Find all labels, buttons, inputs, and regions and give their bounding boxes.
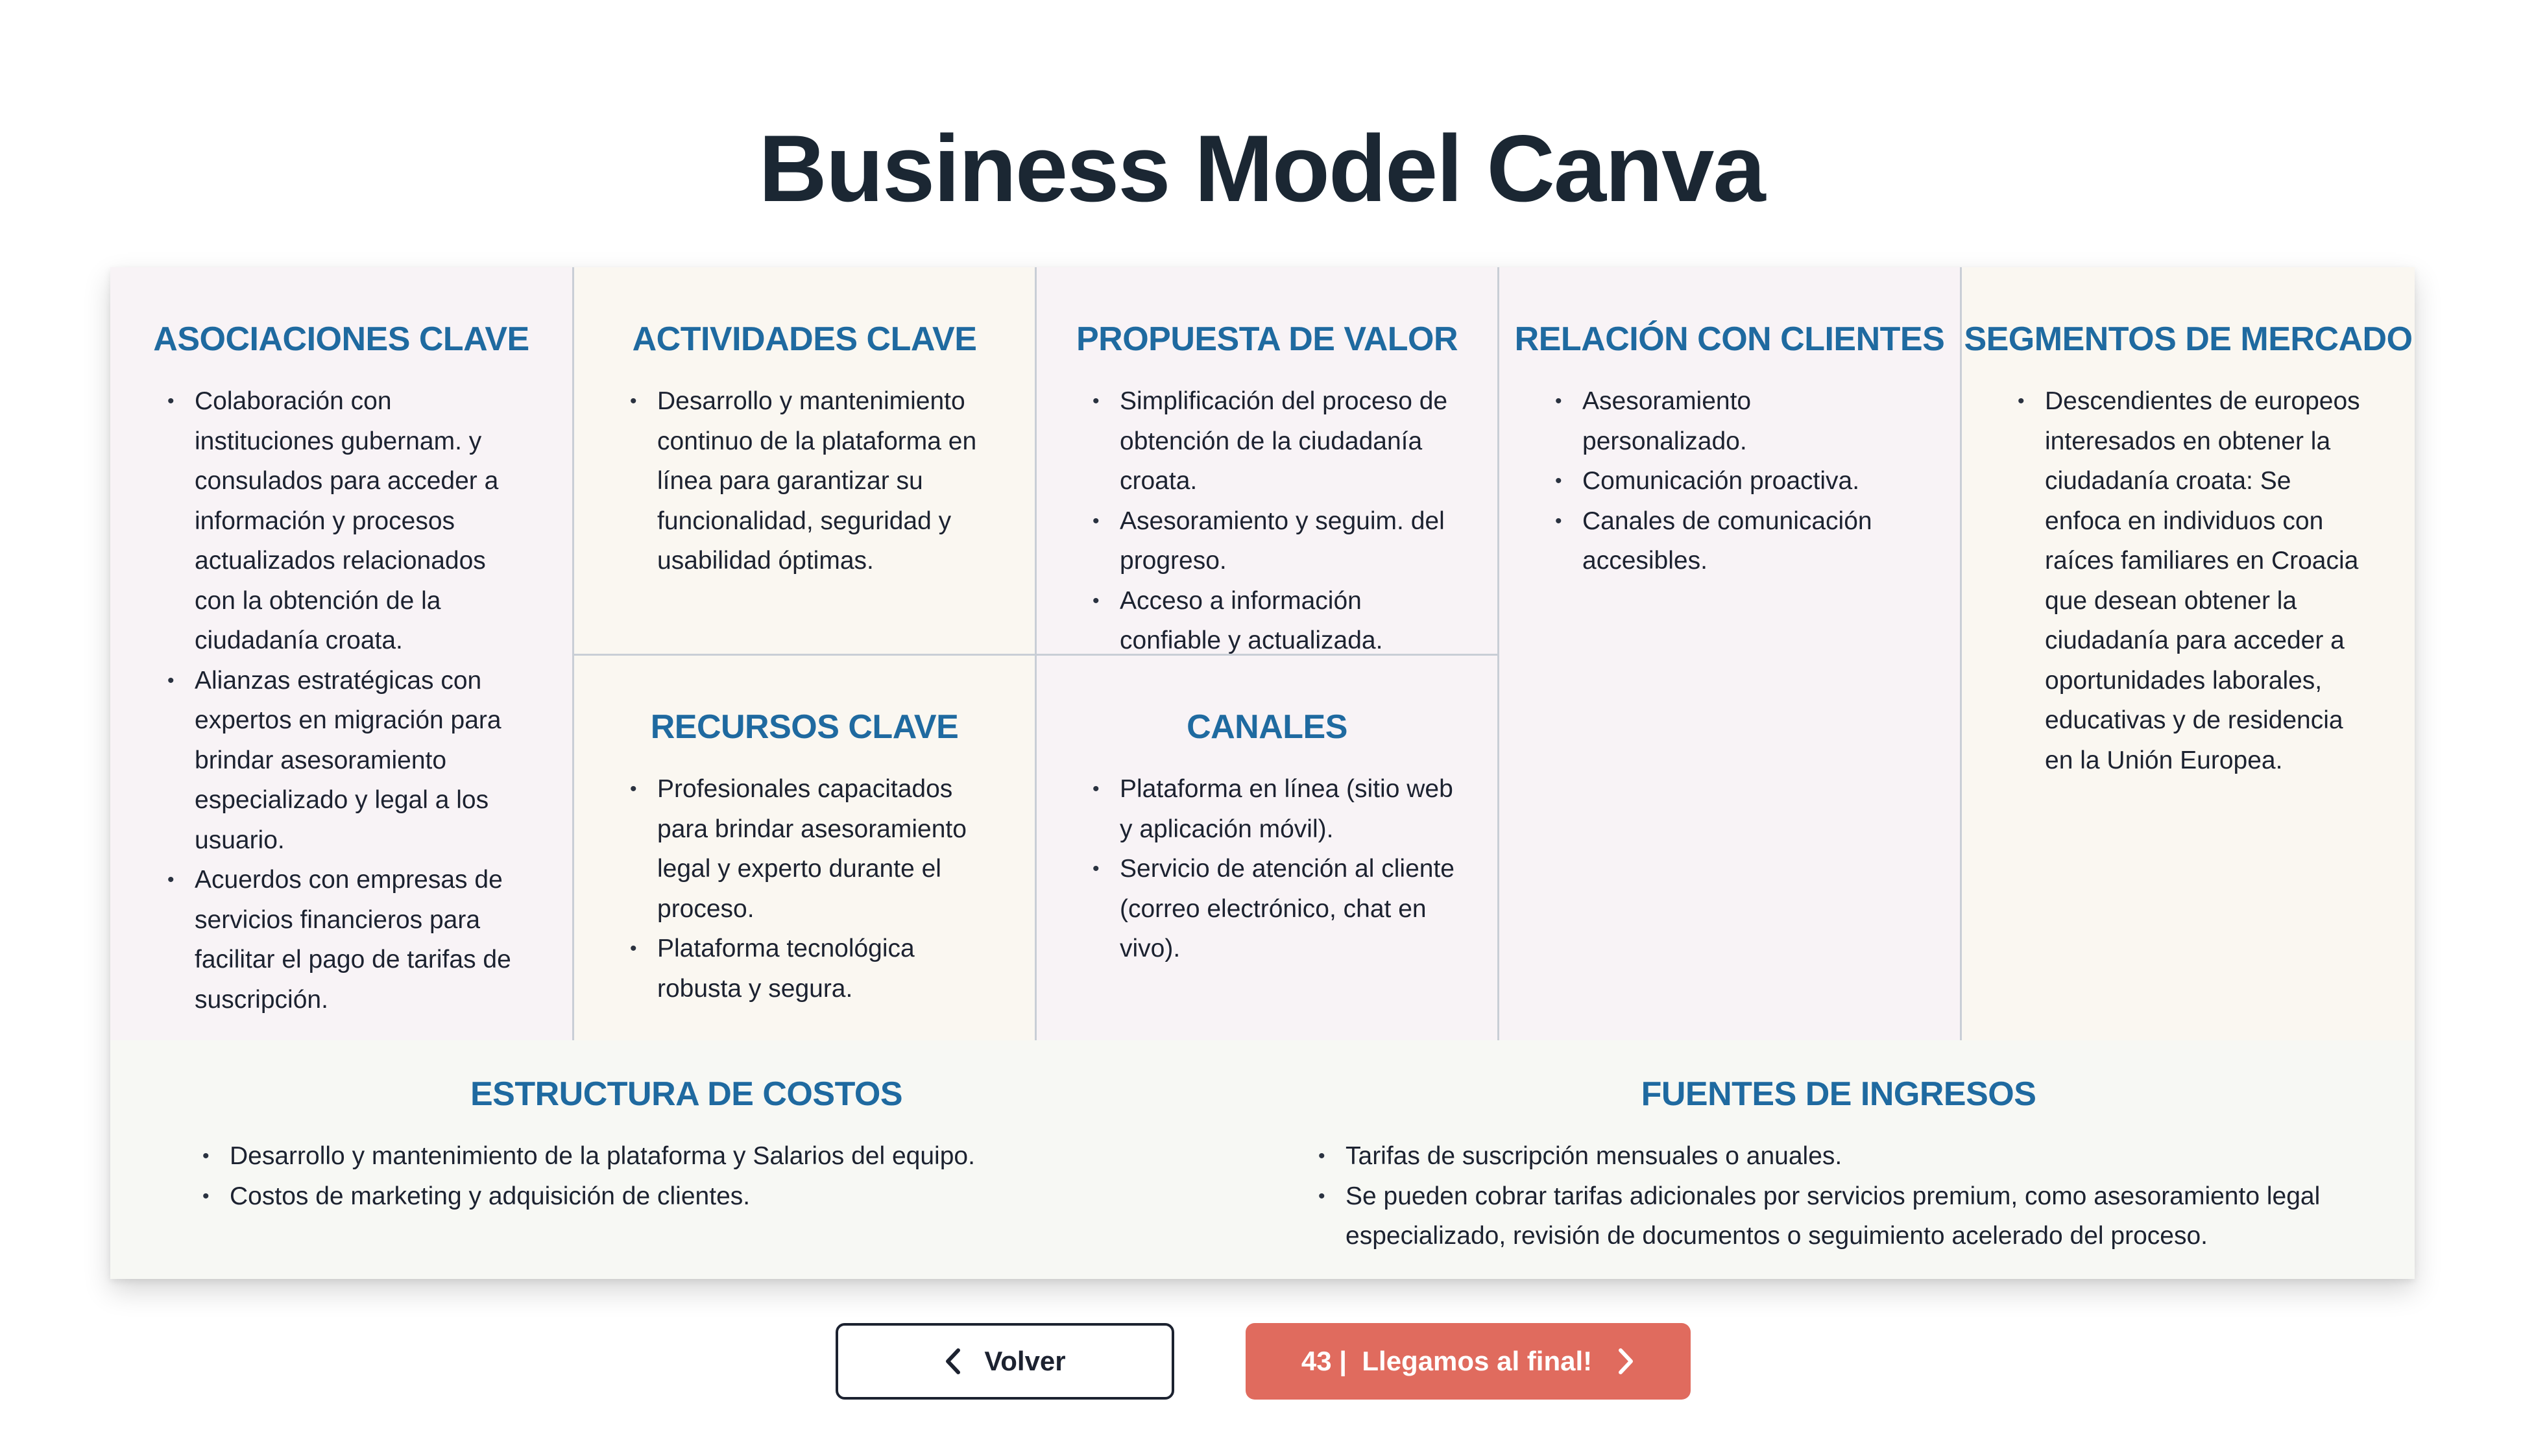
section-title: RECURSOS CLAVE xyxy=(650,708,959,746)
list-item: Asesoramiento y seguim. del progreso. xyxy=(1092,501,1458,581)
section-actividades-clave: ACTIVIDADES CLAVE Desarrollo y mantenimi… xyxy=(574,319,1035,581)
col-relacion: RELACIÓN CON CLIENTES Asesoramiento pers… xyxy=(1499,267,1960,1040)
next-button[interactable]: 43 | Llegamos al final! xyxy=(1246,1323,1691,1400)
list-item: Costos de marketing y adquisición de cli… xyxy=(202,1176,1224,1217)
section-title: FUENTES DE INGRESOS xyxy=(1641,1075,2036,1113)
actividades-list: Desarrollo y mantenimiento continuo de l… xyxy=(574,381,1035,581)
section-asociaciones-clave: ASOCIACIONES CLAVE Colaboración con inst… xyxy=(110,319,572,1020)
col-propuesta-canales: PROPUESTA DE VALOR Simplificación del pr… xyxy=(1037,267,1497,1040)
list-item: Acuerdos con empresas de servicios finan… xyxy=(167,860,520,1020)
page-title: Business Model Canva xyxy=(758,115,1765,221)
list-item: Comunicación proactiva. xyxy=(1555,461,1921,501)
costos-list: Desarrollo y mantenimiento de la platafo… xyxy=(110,1136,1262,1216)
back-button[interactable]: Volver xyxy=(836,1323,1174,1400)
list-item: Profesionales capacitados para brindar a… xyxy=(630,769,996,929)
asociaciones-list: Colaboración con instituciones gubernam.… xyxy=(110,381,572,1020)
list-item: Simplificación del proceso de obtención … xyxy=(1092,381,1458,501)
section-segmentos-de-mercado: SEGMENTOS DE MERCADO Descendientes de eu… xyxy=(1962,319,2415,780)
section-relacion-con-clientes: RELACIÓN CON CLIENTES Asesoramiento pers… xyxy=(1499,319,1960,581)
list-item: Servicio de atención al cliente (correo … xyxy=(1092,849,1458,969)
list-item: Desarrollo y mantenimiento de la platafo… xyxy=(202,1136,1224,1176)
list-item: Acceso a información confiable y actuali… xyxy=(1092,581,1458,661)
divider xyxy=(1037,654,1497,656)
chevron-left-icon xyxy=(944,1348,961,1375)
section-title: CANALES xyxy=(1187,708,1347,746)
list-item: Colaboración con instituciones gubernam.… xyxy=(167,381,520,661)
divider xyxy=(1960,267,1962,1040)
col-asociaciones: ASOCIACIONES CLAVE Colaboración con inst… xyxy=(110,267,572,1040)
section-propuesta-de-valor: PROPUESTA DE VALOR Simplificación del pr… xyxy=(1037,319,1497,661)
section-title: ESTRUCTURA DE COSTOS xyxy=(470,1075,903,1113)
relacion-list: Asesoramiento personalizado. Comunicació… xyxy=(1499,381,1960,581)
chevron-right-icon xyxy=(1618,1348,1635,1375)
section-estructura-de-costos: ESTRUCTURA DE COSTOS Desarrollo y manten… xyxy=(110,1074,1262,1216)
business-model-canvas: ASOCIACIONES CLAVE Colaboración con inst… xyxy=(110,267,2415,1279)
list-item: Descendientes de europeos interesados en… xyxy=(2018,381,2369,780)
section-title: ACTIVIDADES CLAVE xyxy=(632,320,977,358)
list-item: Alianzas estratégicas con expertos en mi… xyxy=(167,661,520,861)
list-item: Plataforma en línea (sitio web y aplicac… xyxy=(1092,769,1458,849)
divider xyxy=(1497,267,1499,1040)
section-title: PROPUESTA DE VALOR xyxy=(1076,320,1458,358)
segmentos-list: Descendientes de europeos interesados en… xyxy=(1962,381,2415,780)
list-item: Plataforma tecnológica robusta y segura. xyxy=(630,929,996,1008)
divider xyxy=(572,267,574,1040)
list-item: Se pueden cobrar tarifas adicionales por… xyxy=(1318,1176,2363,1256)
canales-list: Plataforma en línea (sitio web y aplicac… xyxy=(1037,769,1497,969)
back-button-label: Volver xyxy=(984,1346,1066,1376)
section-title: RELACIÓN CON CLIENTES xyxy=(1514,320,1945,358)
col-segmentos: SEGMENTOS DE MERCADO Descendientes de eu… xyxy=(1962,267,2415,1040)
section-title: ASOCIACIONES CLAVE xyxy=(153,320,529,358)
col-actividades-recursos: ACTIVIDADES CLAVE Desarrollo y mantenimi… xyxy=(574,267,1035,1040)
canvas-bottom-row: ESTRUCTURA DE COSTOS Desarrollo y manten… xyxy=(110,1040,2415,1279)
section-recursos-clave: RECURSOS CLAVE Profesionales capacitados… xyxy=(574,707,1035,1008)
list-item: Desarrollo y mantenimiento continuo de l… xyxy=(630,381,996,581)
canvas-top-grid: ASOCIACIONES CLAVE Colaboración con inst… xyxy=(110,267,2415,1040)
ingresos-list: Tarifas de suscripción mensuales o anual… xyxy=(1262,1136,2415,1256)
propuesta-list: Simplificación del proceso de obtención … xyxy=(1037,381,1497,661)
section-title: SEGMENTOS DE MERCADO xyxy=(1964,320,2413,358)
recursos-list: Profesionales capacitados para brindar a… xyxy=(574,769,1035,1008)
divider xyxy=(1035,267,1037,1040)
divider xyxy=(574,654,1035,656)
list-item: Canales de comunicación accesibles. xyxy=(1555,501,1921,581)
section-fuentes-de-ingresos: FUENTES DE INGRESOS Tarifas de suscripci… xyxy=(1262,1074,2415,1256)
list-item: Tarifas de suscripción mensuales o anual… xyxy=(1318,1136,2363,1176)
section-canales: CANALES Plataforma en línea (sitio web y… xyxy=(1037,707,1497,969)
list-item: Asesoramiento personalizado. xyxy=(1555,381,1921,461)
next-button-label: 43 | Llegamos al final! xyxy=(1301,1346,1593,1376)
